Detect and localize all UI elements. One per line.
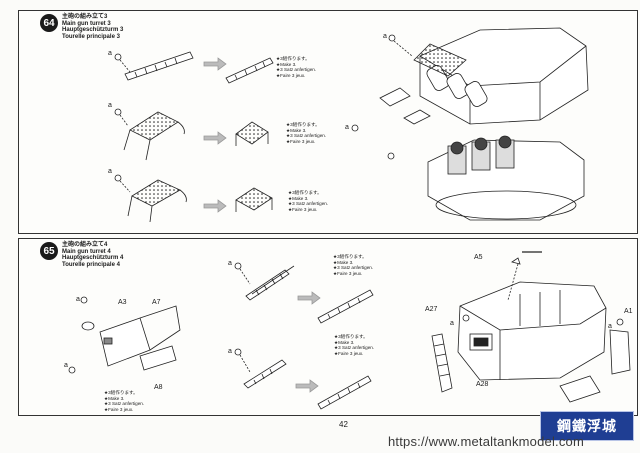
- grille-part-3: [114, 174, 187, 223]
- step-65-callout-a-2: a: [76, 296, 80, 303]
- part-label-a5: A5: [474, 254, 483, 261]
- step-64-callout-a-4: a: [383, 33, 387, 40]
- step-65-title: 主砲の組み立て4 Main gun turret 4 Hauptgeschütz…: [62, 242, 123, 268]
- step-64-note-3: ★3組作ります。 ★Make 3. ★3 Satz anfertigen. ★F…: [288, 190, 329, 212]
- ladder-result-1: [225, 57, 274, 84]
- step-64-title-de: Hauptgeschützturm 3: [62, 27, 124, 34]
- grille-result-2: [235, 121, 269, 146]
- ladder-result-65-2: [317, 375, 372, 410]
- step-64-note-2: ★3組作ります。 ★Make 3. ★3 Satz anfertigen. ★F…: [286, 122, 327, 144]
- step-64-title-jp: 主砲の組み立て3: [62, 14, 108, 20]
- part-label-a28: A28: [476, 381, 489, 388]
- step-65-title-jp: 主砲の組み立て4: [62, 242, 108, 248]
- step-64-callout-a-1: a: [108, 50, 112, 57]
- watermark-logo: 鋼鐵浮城: [540, 411, 634, 441]
- part-label-a8: A8: [154, 384, 163, 391]
- step-64-badge: 64: [40, 14, 58, 32]
- ladder-part-65-2: [234, 348, 287, 389]
- page-number: 42: [339, 420, 348, 429]
- turret-step64: [351, 27, 589, 221]
- part-label-a7: A7: [152, 299, 161, 306]
- part-label-a3: A3: [118, 299, 127, 306]
- step-65-callout-a-4: a: [64, 362, 68, 369]
- step-65-callout-a-5: a: [450, 320, 454, 327]
- step-65-note-2: ★3組作ります。 ★Make 3. ★3 Satz anfertigen. ★F…: [334, 334, 375, 356]
- ladder-result-65-1: [317, 289, 374, 324]
- grille-result-3: [235, 187, 273, 212]
- step-64-title: 主砲の組み立て3 Main gun turret 3 Hauptgeschütz…: [62, 14, 123, 40]
- arrow-step65-2: [295, 379, 319, 393]
- ladder-part-65-1: [234, 262, 295, 301]
- part-label-a1: A1: [624, 308, 633, 315]
- step-64-note-1: ★3組作ります。 ★Make 3. ★3 Satz anfertigen. ★F…: [276, 56, 317, 78]
- step-64-callout-a-3: a: [108, 168, 112, 175]
- step-65-callout-a-6: a: [608, 323, 612, 330]
- step-65-callout-a-3: a: [228, 348, 232, 355]
- step-65-badge: 65: [40, 242, 58, 260]
- watermark-url: https://www.metaltankmodel.com: [388, 434, 585, 449]
- step-65-title-de: Hauptgeschützturm 4: [62, 255, 124, 262]
- step-64-callout-a-2: a: [108, 102, 112, 109]
- step-64-title-en: Main gun turret 3: [62, 20, 111, 27]
- arrow-step65-1: [297, 291, 321, 305]
- side-plate-assembly: [68, 296, 181, 374]
- ladder-part-1: [114, 51, 194, 81]
- step-64-callout-a-5: a: [345, 124, 349, 131]
- grille-part-2: [114, 108, 185, 161]
- step-65-title-fr: Tourelle principale 4: [62, 261, 120, 268]
- turret-step65: [431, 251, 631, 403]
- step-65-title-en: Main gun turret 4: [62, 248, 111, 255]
- arrow-step64-1: [203, 57, 227, 71]
- arrow-step64-3: [203, 199, 227, 213]
- part-label-a27: A27: [425, 306, 438, 313]
- step-65-note-3: ★3組作ります。 ★Make 3. ★3 Satz anfertigen. ★F…: [104, 390, 145, 412]
- arrow-step64-2: [203, 131, 227, 145]
- step-65-callout-a-1: a: [228, 260, 232, 267]
- step-64-title-fr: Tourelle principale 3: [62, 33, 120, 40]
- step-65-note-1: ★3組作ります。 ★Make 3. ★3 Satz anfertigen. ★F…: [333, 254, 374, 276]
